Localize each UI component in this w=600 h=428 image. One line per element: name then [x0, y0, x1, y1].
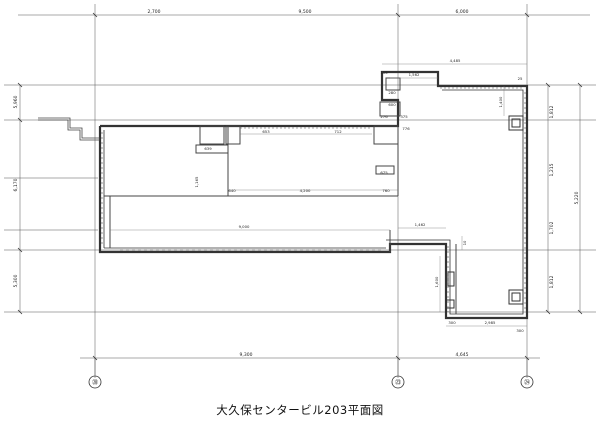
bottom-dimension-labels: 9,300 4,645 — [240, 352, 469, 358]
dim-long-span: 9,000 — [239, 224, 250, 229]
interior-dimension-labels: 4,485 1,562 600 115 1,400 25 280 375 653… — [194, 58, 524, 333]
right-dim-3: 1,702 — [549, 221, 555, 234]
dim-step-a: 280 — [388, 90, 396, 95]
column-fixtures — [445, 115, 524, 309]
top-dimension-labels: 2,700 9,500 6,000 — [148, 9, 469, 15]
grid-lines — [4, 4, 596, 378]
interior-partitions — [104, 77, 457, 314]
dim-mid-c: 640 — [228, 188, 236, 193]
dim-top-right-b: 600 — [388, 102, 396, 107]
grid-marker-24: ㉔ — [520, 375, 534, 389]
top-dim-3: 6,000 — [456, 9, 469, 15]
right-dim-1: 1,812 — [549, 105, 555, 118]
left-dim-3: 5,300 — [13, 274, 19, 287]
grid-marker-24-label: ㉔ — [524, 379, 530, 387]
dim-lower-right-c: 1,600 — [434, 276, 439, 287]
dim-top-right-d: 1,400 — [498, 96, 503, 107]
dim-upper-b: 712 — [334, 129, 342, 134]
grid-marker-23-label: ㉓ — [395, 379, 401, 387]
bottom-dim-1: 9,300 — [240, 352, 253, 358]
right-dim-4: 1,812 — [549, 275, 555, 288]
left-dim-1: 5,960 — [13, 95, 19, 108]
dim-upper-c: 276 — [380, 114, 388, 119]
left-dimension-labels: 5,960 6,170 5,300 — [13, 95, 19, 287]
dim-upper-d: 776 — [402, 126, 410, 131]
exterior-walls — [98, 70, 529, 320]
wall-hatching — [101, 87, 526, 312]
drawing-title: 大久保センタービル203平面図 — [216, 403, 384, 417]
bottom-dim-2: 4,645 — [456, 352, 469, 358]
dim-mid-a: 4,200 — [300, 188, 311, 193]
grid-marker-20: ⑳ — [88, 375, 102, 389]
interior-dimension-lines — [110, 63, 527, 327]
right-dim-total: 5,220 — [574, 191, 580, 204]
stair-notch — [38, 117, 100, 141]
dimension-ticks — [17, 12, 583, 361]
dim-top-right-c: 115 — [380, 70, 388, 75]
right-dim-2: 1,215 — [549, 163, 555, 176]
grid-marker-20-label: ⑳ — [92, 379, 98, 387]
top-dim-2: 9,500 — [299, 9, 312, 15]
dim-left-a: 639 — [204, 146, 212, 151]
grid-marker-group: ⑳ ㉓ ㉔ — [88, 375, 534, 389]
dim-bottom-b: 2,985 — [485, 320, 496, 325]
dim-bottom-c: 300 — [516, 328, 524, 333]
top-dim-1: 2,700 — [148, 9, 161, 15]
dim-mid-d: 675 — [380, 170, 388, 175]
dim-top-right-overall: 4,485 — [450, 58, 461, 63]
dim-top-right-a: 1,562 — [409, 72, 420, 77]
dim-lower-right-a: 1,462 — [415, 222, 426, 227]
dim-top-right-e: 25 — [518, 76, 523, 81]
dim-left-b: 1,165 — [194, 176, 199, 187]
dim-lower-right-b: 10 — [462, 240, 467, 245]
right-dimension-labels: 1,812 1,215 1,702 1,812 5,220 — [549, 105, 580, 288]
left-dim-2: 6,170 — [13, 178, 19, 191]
dim-upper-a: 653 — [262, 129, 270, 134]
grid-marker-23: ㉓ — [391, 375, 405, 389]
dim-mid-b: 760 — [382, 188, 390, 193]
dim-bottom-a: 300 — [448, 320, 456, 325]
dim-step-b: 375 — [400, 114, 408, 119]
